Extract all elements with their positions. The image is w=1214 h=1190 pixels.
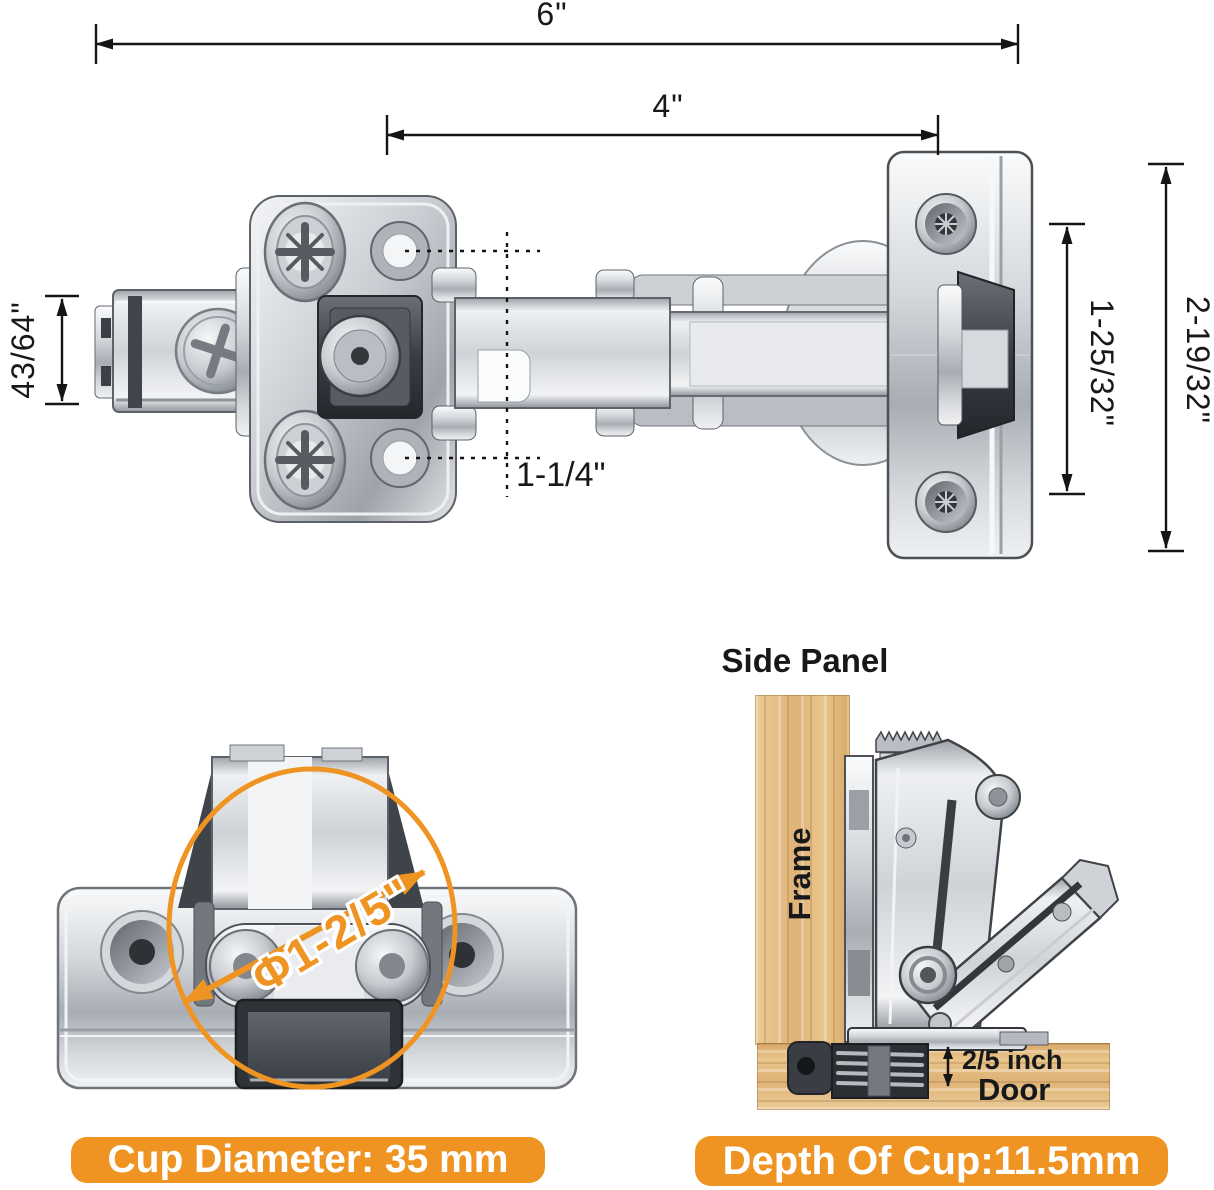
plate-pozi-screw-top: [265, 203, 345, 301]
hole-spacing-guides: [405, 232, 540, 497]
cup-diameter-photo: [56, 744, 578, 1090]
dimension-lines: [45, 24, 1184, 553]
dim-plate-depth-line: [45, 294, 79, 406]
plate-hole-top: [370, 221, 430, 281]
plate-pozi-screw-bottom: [265, 411, 345, 509]
dim-inner-height-label: 1-25/32": [1084, 299, 1120, 427]
plate-hole-bottom: [370, 428, 430, 488]
frame-wood-panel: [755, 695, 850, 1045]
dim-plate-height-label: 2-19/32": [1180, 296, 1214, 424]
arm-outer-section: [669, 311, 911, 397]
hinge-top-view: [94, 150, 1034, 560]
dim-inner-height-line: [1049, 222, 1085, 496]
dim-overall-width-line: [94, 24, 1020, 64]
arm-mid-section: [454, 297, 671, 409]
dim-plate-depth-label: 43/64": [5, 301, 41, 399]
cup-depth-annotation: 2/5 inch: [962, 1045, 1063, 1075]
cup-diameter-circle: [166, 766, 458, 1090]
cup-diameter-arrow: [182, 869, 426, 1005]
cup-depth-banner: Depth Of Cup:11.5mm: [695, 1136, 1168, 1186]
cup-plate-screw-top: [915, 193, 977, 255]
side-cup: [787, 1041, 929, 1099]
link-bar-bottom: [629, 395, 915, 427]
dim-arm-width-label: 4": [652, 88, 684, 124]
frame-label: Frame: [782, 827, 817, 921]
dim-plate-height-line: [1148, 162, 1184, 553]
dim-overall-width-label: 6": [536, 0, 568, 32]
dim-hole-spacing-label: 1-1/4": [516, 456, 606, 494]
door-label: Door: [978, 1072, 1051, 1107]
hinge-side-view: [787, 730, 1120, 1099]
side-panel-title: Side Panel: [721, 642, 889, 679]
cup-plate-screw-bottom: [915, 471, 977, 533]
cam-adjuster: [317, 295, 423, 419]
side-diagonal-arm: [916, 858, 1120, 1048]
cup-diameter-banner: Cup Diameter: 35 mm: [71, 1137, 545, 1183]
link-bar-top: [629, 274, 915, 306]
dim-arm-width-line: [385, 115, 940, 155]
